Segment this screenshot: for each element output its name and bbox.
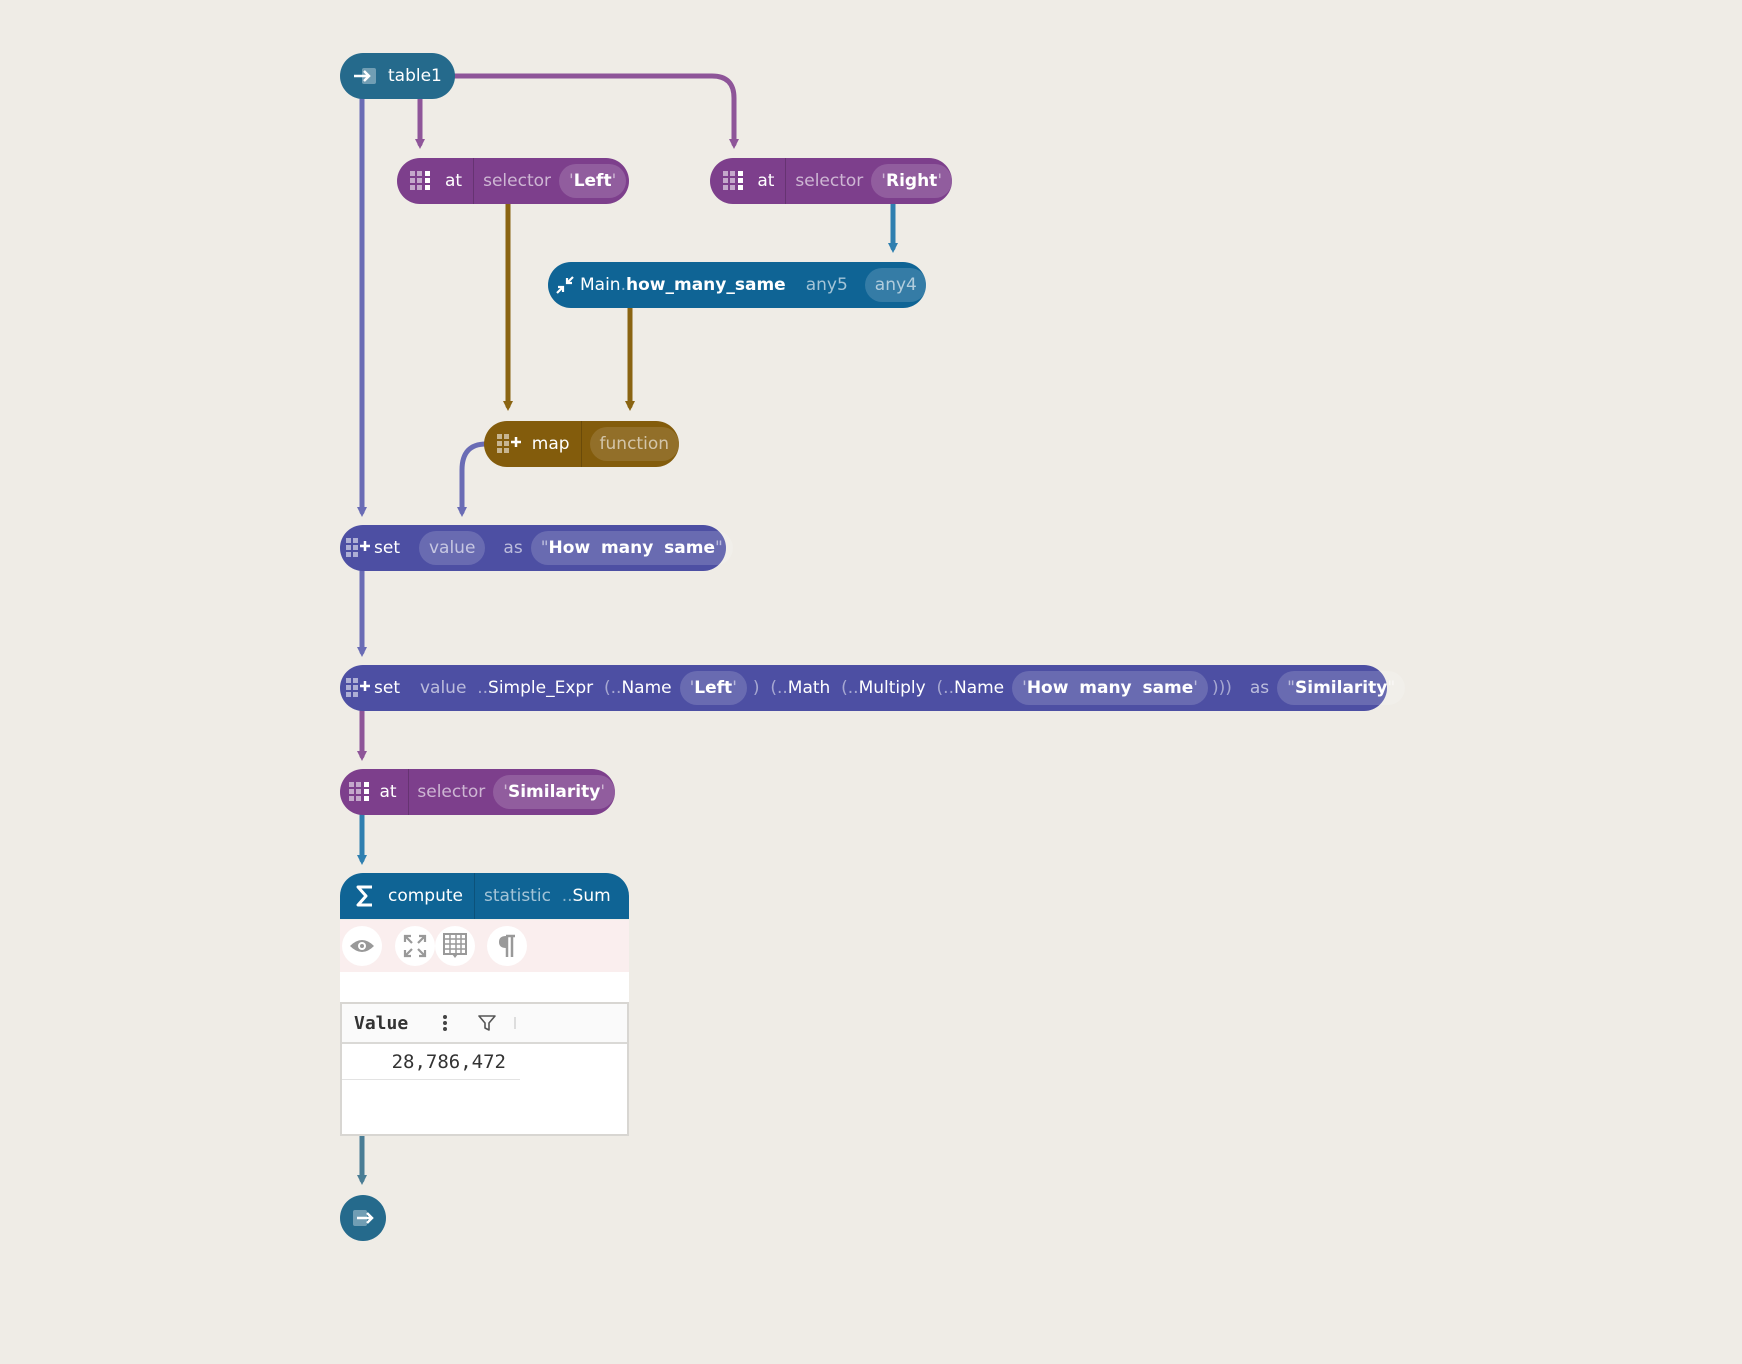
input-arrow-icon [346,53,384,99]
arg-name: selector [795,171,864,191]
arg-any5[interactable]: any5 [805,275,848,295]
visualization-spacer [340,972,629,1002]
edge-map-to-set1 [457,441,489,517]
arg-name: selector [417,782,486,802]
output-arrow-icon [351,1209,375,1227]
result-table[interactable]: Value 28,786,472 [340,1002,629,1136]
output-node[interactable] [340,1195,386,1241]
fn-name: map [531,434,570,454]
fn-name: compute [388,886,463,906]
value-expression[interactable]: value ..Simple_Expr (..Name [419,678,672,698]
edge-table1-to-at-right [452,73,739,149]
selector-value[interactable]: 'Right' [871,164,952,198]
compute-node[interactable]: compute statistic ..Sum [340,873,629,919]
arg-as: as [503,538,523,558]
map-node[interactable]: map function [484,421,679,467]
table-cell: 28,786,472 [342,1044,520,1080]
collapse-arrows-icon [554,262,576,308]
column-header-value[interactable]: Value [354,1012,409,1034]
filter-icon[interactable] [478,1014,496,1032]
table-grid-icon [403,158,441,204]
closing-parens: ))) [1211,678,1232,698]
expand-icon[interactable] [395,926,435,966]
eye-icon[interactable] [342,926,382,966]
name-left-value[interactable]: 'Left' [679,671,747,705]
fn-name: set [374,538,400,558]
column-divider[interactable] [514,1017,517,1029]
table-add-icon [346,525,370,571]
fn-name: at [379,782,397,802]
statistic-value[interactable]: ..Sum [561,886,611,906]
pilcrow-icon[interactable] [487,926,527,966]
set-similarity-node[interactable]: set value ..Simple_Expr (..Name 'Left' )… [340,665,1406,711]
selector-value[interactable]: 'Left' [559,164,627,198]
visualization-toolbar [340,920,629,972]
fn-name: set [374,678,400,698]
input-label: table1 [388,66,442,86]
arg-any4[interactable]: any4 [864,268,927,302]
arg-name: selector [483,171,551,191]
name-how-many-same-value[interactable]: 'How many same' [1012,671,1208,705]
math-expression[interactable]: ) (..Math (..Multiply (..Name [752,678,1005,698]
table-grid-icon [346,769,376,815]
table-grid-icon [716,158,753,204]
call-node-how-many-same[interactable]: Main.how_many_same any5 any4 [548,262,927,308]
arg-function[interactable]: function [589,427,679,461]
table-icon[interactable] [435,926,475,966]
at-similarity-node[interactable]: at selector 'Similarity' [340,769,615,815]
table-add-icon [490,421,528,467]
fn-name: at [757,171,775,191]
sigma-icon [346,873,384,919]
at-left-node[interactable]: at selector 'Left' [397,158,629,204]
column-name-value[interactable]: "How many same" [530,531,733,565]
column-name-similarity[interactable]: "Similarity" [1277,671,1406,705]
table-header: Value [342,1004,627,1044]
table-add-icon [346,665,370,711]
selector-value[interactable]: 'Similarity' [493,775,615,809]
arg-as: as [1249,678,1270,698]
kebab-menu-icon[interactable] [442,1014,448,1032]
fn-module: Main.how_many_same [580,275,786,295]
input-node-table1[interactable]: table1 [340,53,455,99]
fn-name: at [445,171,463,191]
arg-value[interactable]: value [418,531,486,565]
at-right-node[interactable]: at selector 'Right' [710,158,952,204]
set-how-many-same-node[interactable]: set value as "How many same" [340,525,733,571]
arg-statistic: statistic [484,886,551,906]
